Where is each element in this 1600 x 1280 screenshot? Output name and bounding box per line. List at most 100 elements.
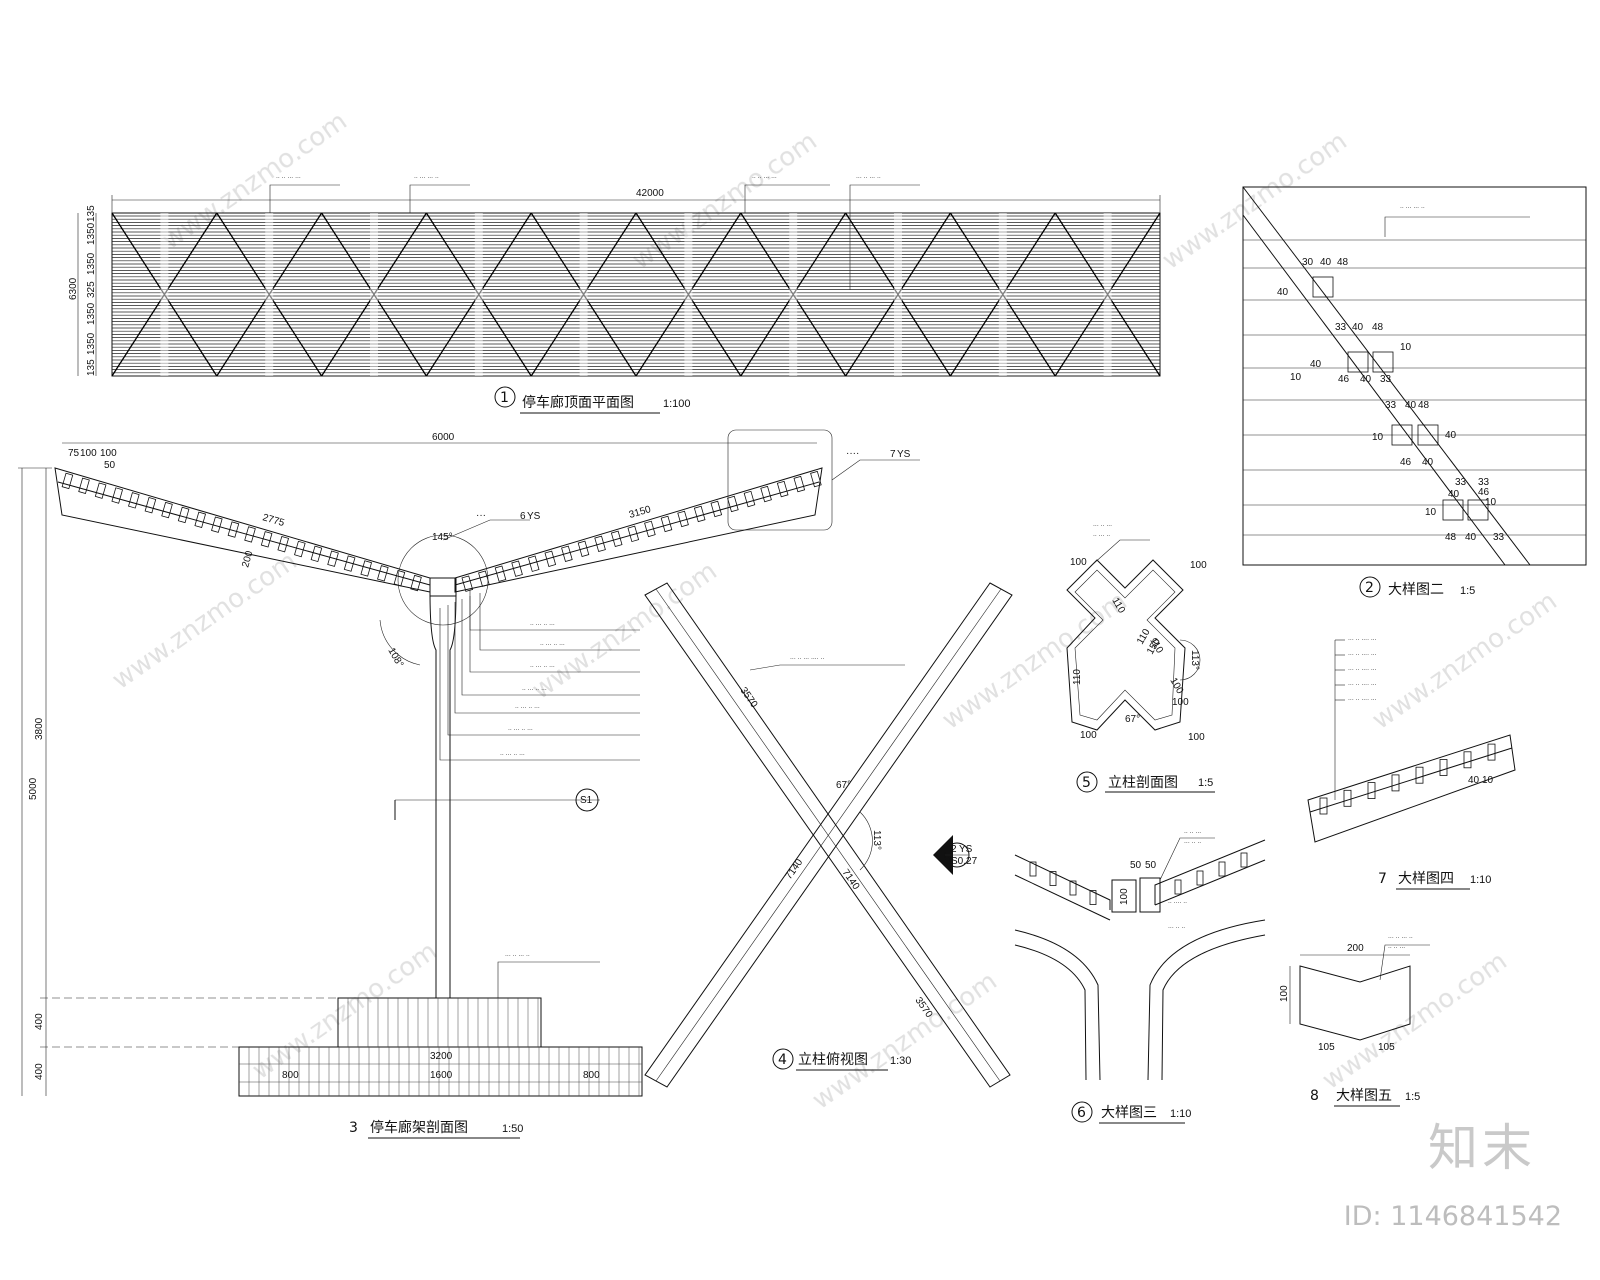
detail-dim: 40 [1448, 489, 1460, 500]
detail-dim: 40 [1277, 287, 1289, 298]
bay-gap [474, 213, 483, 376]
watermark-site: www.znzmo.com [1157, 126, 1353, 276]
view2-scale: 1:5 [1460, 585, 1475, 597]
purlin [260, 531, 273, 548]
svg-text:2775: 2775 [261, 512, 286, 529]
purlin-box [1467, 499, 1489, 521]
bay-gap [1103, 213, 1112, 376]
view4-scale: 1:30 [890, 1055, 911, 1067]
detail2-frame [1242, 186, 1587, 566]
svg-text:·· ·· ··· ···: ·· ·· ··· ··· [752, 175, 777, 182]
detail-dim: 40 [1360, 374, 1372, 385]
detail-dim: 33 [1493, 532, 1505, 543]
purlin [760, 485, 772, 503]
svg-text:··· ·· ···· ···: ··· ·· ···· ··· [1348, 682, 1377, 689]
purlin-box [1347, 351, 1369, 373]
svg-text:200: 200 [240, 549, 255, 568]
svg-text:··· ·· ··: ··· ·· ·· [1184, 840, 1201, 847]
svg-text:··· ·· ···· ···: ··· ·· ···· ··· [1348, 652, 1377, 659]
watermark-site: www.znzmo.com [527, 556, 723, 706]
purlin [61, 472, 74, 490]
svg-text:··· ·· ··: ··· ·· ·· [1168, 925, 1185, 932]
svg-text:7: 7 [890, 449, 896, 460]
detail-dim: 30 [1302, 257, 1314, 268]
svg-text:··· ·· ··· ···· ··: ··· ·· ··· ···· ·· [790, 656, 824, 663]
purlin [743, 490, 756, 508]
svg-text:·· ···· ··: ·· ···· ·· [1168, 900, 1187, 907]
view2-number: 2 [1365, 580, 1374, 596]
purlin [327, 550, 339, 567]
detail-dim: 48 [1337, 257, 1349, 268]
purlin [594, 535, 606, 553]
detail-dim: 46 [1400, 457, 1412, 468]
view1-title: 停车廊顶面平面图 [522, 394, 634, 411]
bay-gap [998, 213, 1007, 376]
detail-dim: 40 [1445, 430, 1457, 441]
view4-title: 立柱俯视图 [798, 1052, 868, 1068]
svg-text:7140: 7140 [840, 867, 862, 892]
svg-text:··· ·· ···· ···: ··· ·· ···· ··· [1348, 667, 1377, 674]
svg-text:100: 100 [1119, 888, 1130, 905]
plan-dim: 1350 [86, 332, 97, 355]
svg-text:··· ·· ···· ···: ··· ·· ···· ··· [1348, 697, 1377, 704]
svg-text:·· ··· ·· ···: ·· ··· ·· ··· [540, 642, 565, 649]
purlin [310, 545, 323, 563]
plan-dim: 135 [86, 359, 97, 376]
purlin [693, 505, 706, 523]
detail-dim: 40 [1422, 457, 1434, 468]
svg-text:67°: 67° [836, 780, 851, 791]
x-section-outline [1066, 559, 1186, 731]
purlin [211, 516, 223, 533]
svg-text:·· ··· ·· ···: ·· ··· ·· ··· [508, 727, 533, 734]
bay-gap [160, 213, 169, 376]
svg-text:50: 50 [104, 460, 116, 471]
svg-text:3200: 3200 [430, 1051, 453, 1062]
svg-text:100: 100 [1190, 560, 1207, 571]
svg-text:800: 800 [583, 1070, 600, 1081]
svg-text:100: 100 [1172, 697, 1189, 708]
chevron-profile [1299, 965, 1411, 1041]
purlin [793, 475, 806, 493]
detail-dim: 40 [1310, 359, 1322, 370]
view8-number: 8 [1310, 1088, 1319, 1104]
svg-text:·· ··· ·· ···: ·· ··· ·· ··· [522, 687, 547, 694]
svg-text:···: ··· [476, 510, 486, 521]
view1-number-circle [494, 386, 516, 408]
watermark-id: ID: 1146841542 [1343, 1201, 1562, 1232]
purlin [494, 565, 507, 582]
purlin [144, 497, 157, 514]
view8-scale: 1:5 [1405, 1091, 1420, 1103]
svg-text:·· ·· ··· ···: ·· ·· ··· ··· [276, 175, 301, 182]
watermark-site: www.znzmo.com [157, 106, 353, 256]
watermark-site: www.znzmo.com [107, 546, 303, 696]
svg-text:100: 100 [1279, 985, 1290, 1002]
purlin [393, 570, 406, 587]
plan-diagonal-braces [111, 212, 1161, 377]
purlin-ribs [61, 470, 822, 592]
right-beam [454, 467, 823, 593]
plan-length-dim: 42000 [636, 188, 664, 199]
svg-text:·· ··· ··: ·· ··· ·· [1093, 533, 1110, 540]
plan-dim: 325 [86, 281, 97, 298]
detail-dim: 10 [1290, 372, 1302, 383]
plan-dim: 1350 [86, 252, 97, 275]
purlin [128, 492, 140, 509]
purlin-box [1442, 499, 1464, 521]
view8-detail: 200 100 105 105 ··· ·· ··· ·· ·· ·· ··· … [1279, 935, 1430, 1107]
svg-text:3800: 3800 [34, 717, 45, 740]
svg-text:105: 105 [1318, 1042, 1335, 1053]
svg-text:6: 6 [520, 511, 526, 522]
detail-dim: 33 [1385, 400, 1397, 411]
view7-scale: 1:10 [1470, 874, 1491, 886]
purlin [561, 545, 573, 562]
plan-dim: 1350 [86, 302, 97, 325]
svg-text:·· ··· ·· ···: ·· ··· ·· ··· [500, 752, 525, 759]
view2-title: 大样图二 [1388, 582, 1444, 598]
svg-text:··· ·· ··· ··: ··· ·· ··· ·· [505, 953, 530, 960]
view3-title: 停车廊架剖面图 [370, 1119, 468, 1136]
watermark-site: www.znzmo.com [1317, 946, 1513, 1096]
purlin [360, 560, 373, 577]
purlin-box [1417, 424, 1439, 446]
purlin [776, 480, 789, 498]
